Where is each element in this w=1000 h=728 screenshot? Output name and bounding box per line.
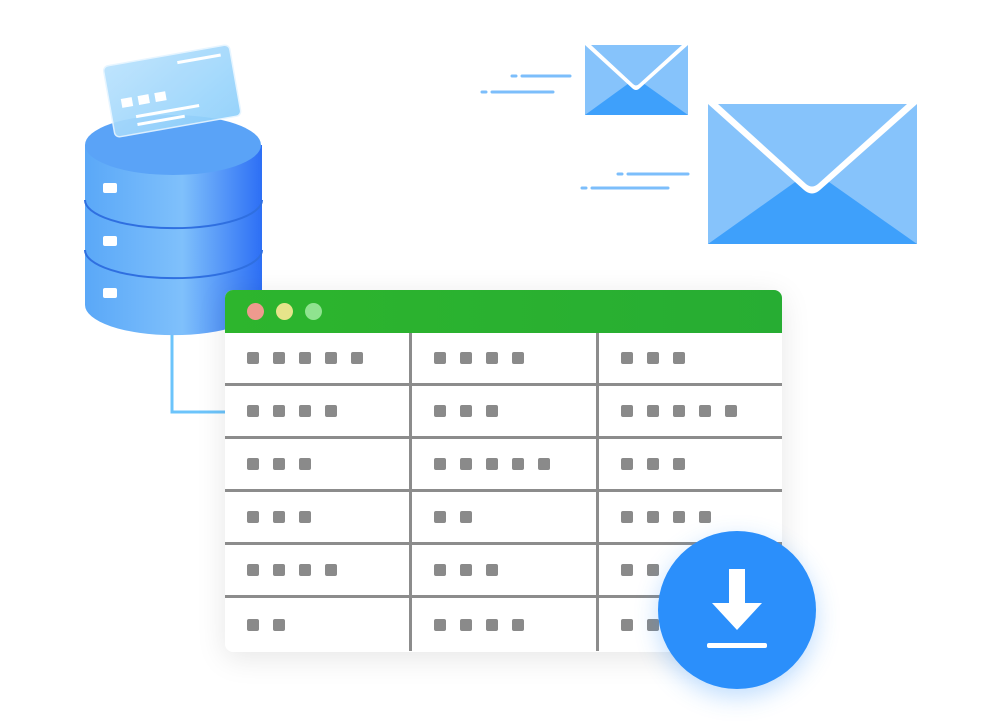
table-cell bbox=[225, 439, 412, 489]
placeholder-dot bbox=[434, 352, 446, 364]
placeholder-dot bbox=[299, 405, 311, 417]
placeholder-dot bbox=[647, 618, 659, 631]
placeholder-dot bbox=[247, 511, 259, 523]
placeholder-dot bbox=[460, 511, 472, 523]
placeholder-dot bbox=[673, 458, 685, 470]
placeholder-dot bbox=[460, 564, 472, 576]
placeholder-dot bbox=[673, 405, 685, 417]
placeholder-dot bbox=[621, 511, 633, 523]
placeholder-dot bbox=[647, 352, 659, 364]
placeholder-dot bbox=[699, 511, 711, 523]
table-cell bbox=[599, 333, 782, 383]
table-cell bbox=[412, 333, 599, 383]
placeholder-dot bbox=[621, 458, 633, 470]
placeholder-dot bbox=[247, 405, 259, 417]
placeholder-dot bbox=[538, 458, 550, 470]
placeholder-dot bbox=[725, 405, 737, 417]
table-row bbox=[225, 545, 782, 598]
placeholder-dot bbox=[486, 405, 498, 417]
close-window-button[interactable] bbox=[247, 303, 264, 320]
table-cell bbox=[225, 598, 412, 651]
envelope-icon-small bbox=[585, 45, 688, 115]
placeholder-dot bbox=[325, 564, 337, 576]
card-icon bbox=[102, 44, 242, 138]
placeholder-dot bbox=[486, 458, 498, 470]
table-cell bbox=[225, 492, 412, 542]
placeholder-dot bbox=[699, 405, 711, 417]
speed-lines bbox=[480, 74, 690, 190]
placeholder-dot bbox=[460, 352, 472, 364]
table-cell bbox=[225, 333, 412, 383]
placeholder-dot bbox=[273, 458, 285, 470]
placeholder-dot bbox=[460, 458, 472, 470]
placeholder-dot bbox=[647, 458, 659, 470]
placeholder-dot bbox=[486, 352, 498, 364]
placeholder-dot bbox=[273, 352, 285, 364]
placeholder-dot bbox=[434, 511, 446, 523]
maximize-window-button[interactable] bbox=[305, 303, 322, 320]
placeholder-dot bbox=[299, 352, 311, 364]
placeholder-dot bbox=[621, 618, 633, 631]
placeholder-dot bbox=[273, 618, 285, 631]
table-row bbox=[225, 333, 782, 386]
placeholder-dot bbox=[434, 458, 446, 470]
placeholder-dot bbox=[673, 511, 685, 523]
table-cell bbox=[599, 386, 782, 436]
placeholder-dot bbox=[325, 405, 337, 417]
placeholder-dot bbox=[273, 511, 285, 523]
placeholder-dot bbox=[351, 352, 363, 364]
placeholder-dot bbox=[512, 352, 524, 364]
placeholder-dot bbox=[247, 564, 259, 576]
placeholder-dot bbox=[512, 618, 524, 631]
placeholder-dot bbox=[486, 564, 498, 576]
placeholder-dot bbox=[621, 405, 633, 417]
table-cell bbox=[412, 492, 599, 542]
table-cell bbox=[599, 439, 782, 489]
placeholder-dot bbox=[299, 458, 311, 470]
placeholder-dot bbox=[621, 564, 633, 576]
table-cell bbox=[225, 386, 412, 436]
table-cell bbox=[599, 545, 782, 595]
connector-line bbox=[170, 330, 230, 414]
table-cell bbox=[599, 598, 782, 651]
placeholder-dot bbox=[486, 618, 498, 631]
placeholder-dot bbox=[299, 564, 311, 576]
placeholder-dot bbox=[460, 405, 472, 417]
placeholder-dot bbox=[273, 564, 285, 576]
placeholder-dot bbox=[434, 564, 446, 576]
table-cell bbox=[225, 545, 412, 595]
window-titlebar bbox=[225, 290, 782, 333]
placeholder-dot bbox=[247, 458, 259, 470]
placeholder-dot bbox=[247, 352, 259, 364]
placeholder-dot bbox=[325, 352, 337, 364]
placeholder-dot bbox=[460, 618, 472, 631]
placeholder-dot bbox=[621, 352, 633, 364]
placeholder-dot bbox=[647, 564, 659, 576]
table-cell bbox=[412, 439, 599, 489]
placeholder-dot bbox=[299, 511, 311, 523]
placeholder-dot bbox=[647, 511, 659, 523]
table-row bbox=[225, 598, 782, 651]
table-row bbox=[225, 492, 782, 545]
placeholder-dot bbox=[434, 405, 446, 417]
placeholder-dot bbox=[434, 618, 446, 631]
placeholder-dot bbox=[647, 405, 659, 417]
table-cell bbox=[412, 545, 599, 595]
placeholder-dot bbox=[247, 618, 259, 631]
placeholder-dot bbox=[673, 352, 685, 364]
envelope-icon-large bbox=[708, 104, 917, 244]
table-row bbox=[225, 386, 782, 439]
table-cell bbox=[599, 492, 782, 542]
minimize-window-button[interactable] bbox=[276, 303, 293, 320]
data-table bbox=[225, 333, 782, 651]
download-icon bbox=[707, 569, 767, 648]
table-row bbox=[225, 439, 782, 492]
table-cell bbox=[412, 386, 599, 436]
table-cell bbox=[412, 598, 599, 651]
download-button[interactable] bbox=[658, 531, 816, 689]
placeholder-dot bbox=[273, 405, 285, 417]
placeholder-dot bbox=[512, 458, 524, 470]
